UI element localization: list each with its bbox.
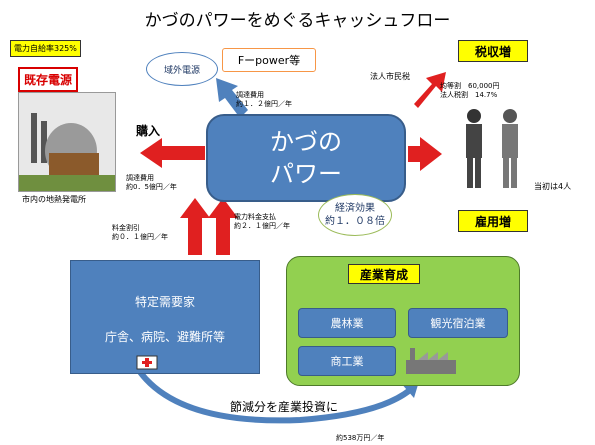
investment-amount: 約538万円／年 [336, 434, 385, 442]
power-payment-line1: 電力料金支払 [234, 213, 276, 221]
demand-title: 特定需要家 [134, 295, 195, 309]
agriculture-forestry-box: 農林業 [298, 308, 396, 338]
tourism-lodging-box: 観光宿泊業 [408, 308, 508, 338]
purchase-cost-line1: 調達費用 [126, 174, 154, 182]
tax-arrow [414, 72, 446, 108]
outside-cost-line1: 調達費用 [236, 91, 264, 99]
tax-increase-box: 税収増 [458, 40, 528, 62]
hospital-icon [136, 355, 158, 370]
factory-icon [19, 93, 115, 191]
kazuno-power-box: かづの パワー [206, 114, 406, 202]
payment-arrow-1 [180, 198, 210, 255]
initial-employees: 当初は4人 [534, 182, 572, 191]
tax-detail-1: 均等割 60,000円 [440, 82, 500, 90]
specific-demand-box: 特定需要家 庁舎、病院、避難所等 [70, 260, 260, 374]
economic-effect-oval: 経済効果 約１．０８倍 [318, 194, 392, 236]
right-arrow [408, 137, 442, 171]
fee-discount-line2: 約０．１億円／年 [112, 233, 168, 241]
purchase-cost: 調達費用 約0．5億円／年 [126, 174, 177, 192]
purchase-label: 購入 [136, 124, 161, 138]
f-power-box: Fーpower等 [222, 48, 316, 72]
corporate-tax-label: 法人市民税 [370, 72, 410, 81]
geothermal-plant-image [18, 92, 116, 192]
self-sufficiency-tag: 電力自給率325% [10, 40, 81, 57]
plant-caption: 市内の地熱発電所 [22, 195, 86, 204]
power-payment: 電力料金支払 約２．１億円／年 [234, 213, 290, 231]
employment-increase-box: 雇用増 [458, 210, 528, 232]
people-icon [466, 109, 518, 188]
outside-power-arrow [216, 78, 248, 118]
effect-line2: 約１．０８倍 [325, 216, 385, 227]
purchase-cost-line2: 約0．5億円／年 [126, 183, 177, 191]
commerce-industry-box: 商工業 [298, 346, 396, 376]
power-payment-line2: 約２．１億円／年 [234, 222, 290, 230]
tax-detail-2: 法人税割 14.7% [440, 91, 498, 99]
payment-arrow-2 [208, 198, 238, 255]
purchase-arrow [140, 138, 205, 168]
diagram-title: かづのパワーをめぐるキャッシュフロー [144, 11, 451, 31]
center-line1: かづの [270, 128, 342, 156]
tax-details: 均等割 60,000円 法人税割 14.7% [440, 82, 500, 100]
industry-title: 産業育成 [348, 264, 420, 284]
effect-line1: 経済効果 [335, 203, 375, 214]
center-line2: パワー [270, 160, 342, 188]
investment-curve [137, 370, 412, 424]
outside-cost: 調達費用 約１．２億円／年 [236, 91, 292, 109]
outside-power-oval: 域外電源 [146, 52, 218, 86]
outside-cost-line2: 約１．２億円／年 [236, 100, 292, 108]
demand-subtitle: 庁舎、病院、避難所等 [104, 330, 225, 344]
fee-discount-line1: 料金割引 [112, 224, 140, 232]
fee-discount: 料金割引 約０．１億円／年 [112, 224, 168, 242]
existing-power-label: 既存電源 [18, 67, 79, 92]
investment-label: 節減分を産業投資に [230, 400, 339, 414]
factory-small-icon [406, 348, 456, 374]
